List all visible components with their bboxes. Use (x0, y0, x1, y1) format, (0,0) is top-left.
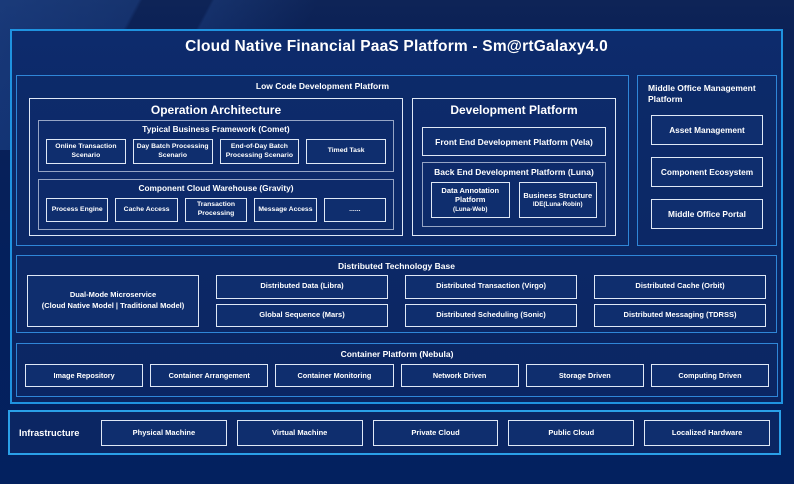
box-transaction-processing: Transaction Processing (184, 198, 248, 222)
back-end-label: Back End Development Platform (Luna) (434, 167, 594, 177)
box-container-arrangement: Container Arrangement (150, 364, 269, 387)
box-physical-machine: Physical Machine (101, 419, 227, 446)
box-virtual-machine: Virtual Machine (236, 419, 363, 446)
box-component-ecosystem: Component Ecosystem (651, 156, 763, 187)
development-platform-title: Development Platform (450, 103, 578, 117)
box-distributed-data-libra: Distributed Data (Libra) (216, 275, 388, 299)
low-code-content: Operation Architecture Typical Business … (29, 98, 616, 236)
gravity-items: Process Engine Cache Access Transaction … (46, 198, 387, 222)
box-distributed-messaging-tdrss: Distributed Messaging (TDRSS) (594, 303, 766, 327)
box-name: Business Structure (523, 190, 593, 200)
middle-office-label: Middle Office Management Platform (648, 83, 756, 105)
box-network-driven: Network Driven (400, 364, 519, 387)
box-localized-hardware: Localized Hardware (644, 419, 770, 446)
back-end-items: Data Annotation Platform (Luna-Web) Busi… (431, 182, 597, 218)
container-platform-items: Image Repository Container Arrangement C… (25, 364, 770, 387)
box-message-access: Message Access (254, 198, 317, 222)
box-process-engine: Process Engine (46, 198, 109, 222)
box-container-monitoring: Container Monitoring (275, 364, 394, 387)
operation-architecture-title: Operation Architecture (150, 103, 282, 117)
distributed-label: Distributed Technology Base (338, 261, 455, 271)
box-private-cloud: Private Cloud (372, 419, 499, 446)
group-component-cloud-warehouse-gravity: Component Cloud Warehouse (Gravity) Proc… (38, 179, 394, 230)
box-more-ellipsis: ...... (323, 198, 387, 222)
box-cache-access: Cache Access (115, 198, 178, 222)
group-back-end-development-platform-luna: Back End Development Platform (Luna) Dat… (422, 162, 606, 227)
box-business-structure-ide-luna-robin: Business Structure IDE(Luna-Robin) (518, 182, 597, 218)
panel-infrastructure: Infrastructure Physical Machine Virtual … (8, 410, 781, 455)
box-computing-driven: Computing Driven (650, 364, 770, 387)
distributed-grid: Dual-Mode Microservice (Cloud Native Mod… (27, 275, 766, 327)
box-image-repository: Image Repository (25, 364, 144, 387)
panel-low-code-label: Low Code Development Platform (255, 81, 390, 91)
box-distributed-cache-orbit: Distributed Cache (Orbit) (594, 275, 766, 299)
box-global-sequence-mars: Global Sequence (Mars) (216, 303, 388, 327)
box-front-end-development-platform-vela: Front End Development Platform (Vela) (422, 127, 606, 156)
container-platform-label: Container Platform (Nebula) (340, 349, 454, 359)
box-asset-management: Asset Management (651, 114, 763, 145)
box-end-of-day-batch-processing-scenario: End-of-Day Batch Processing Scenario (219, 139, 300, 164)
page-title: Cloud Native Financial PaaS Platform - S… (185, 38, 608, 55)
box-name: Data Annotation Platform (441, 185, 500, 205)
box-subname: IDE(Luna-Robin) (532, 201, 583, 209)
panel-container-platform-nebula: Container Platform (Nebula) Image Reposi… (16, 343, 778, 397)
gravity-label: Component Cloud Warehouse (Gravity) (138, 183, 294, 193)
infrastructure-label: Infrastructure (19, 427, 80, 438)
box-storage-driven: Storage Driven (525, 364, 644, 387)
section-development-platform: Development Platform Front End Developme… (412, 98, 616, 236)
section-operation-architecture: Operation Architecture Typical Business … (29, 98, 403, 236)
box-public-cloud: Public Cloud (508, 419, 635, 446)
group-typical-business-framework-comet: Typical Business Framework (Comet) Onlin… (38, 120, 394, 172)
box-subname: (Luna-Web) (452, 206, 488, 214)
box-distributed-transaction-virgo: Distributed Transaction (Virgo) (405, 275, 577, 299)
dual-mode-line1: Dual-Mode Microservice (69, 290, 157, 300)
dual-mode-line2: (Cloud Native Model | Traditional Model) (41, 301, 185, 310)
panel-distributed-technology-base: Distributed Technology Base Dual-Mode Mi… (16, 255, 777, 333)
box-data-annotation-platform-luna-web: Data Annotation Platform (Luna-Web) (431, 182, 510, 218)
box-middle-office-portal: Middle Office Portal (651, 198, 763, 229)
panel-low-code-development-platform: Low Code Development Platform Operation … (16, 75, 629, 246)
box-day-batch-processing-scenario: Day Batch Processing Scenario (132, 139, 213, 164)
box-distributed-scheduling-sonic: Distributed Scheduling (Sonic) (405, 303, 577, 327)
box-online-transaction-scenario: Online Transaction Scenario (46, 139, 126, 164)
comet-items: Online Transaction Scenario Day Batch Pr… (46, 139, 386, 164)
box-dual-mode-microservice: Dual-Mode Microservice (Cloud Native Mod… (27, 275, 199, 327)
box-timed-task: Timed Task (306, 139, 386, 164)
panel-middle-office-management-platform: Middle Office Management Platform Asset … (637, 75, 777, 246)
middle-office-items: Asset Management Component Ecosystem Mid… (651, 114, 763, 229)
platform-frame: Cloud Native Financial PaaS Platform - S… (10, 29, 783, 404)
comet-label: Typical Business Framework (Comet) (142, 124, 290, 134)
